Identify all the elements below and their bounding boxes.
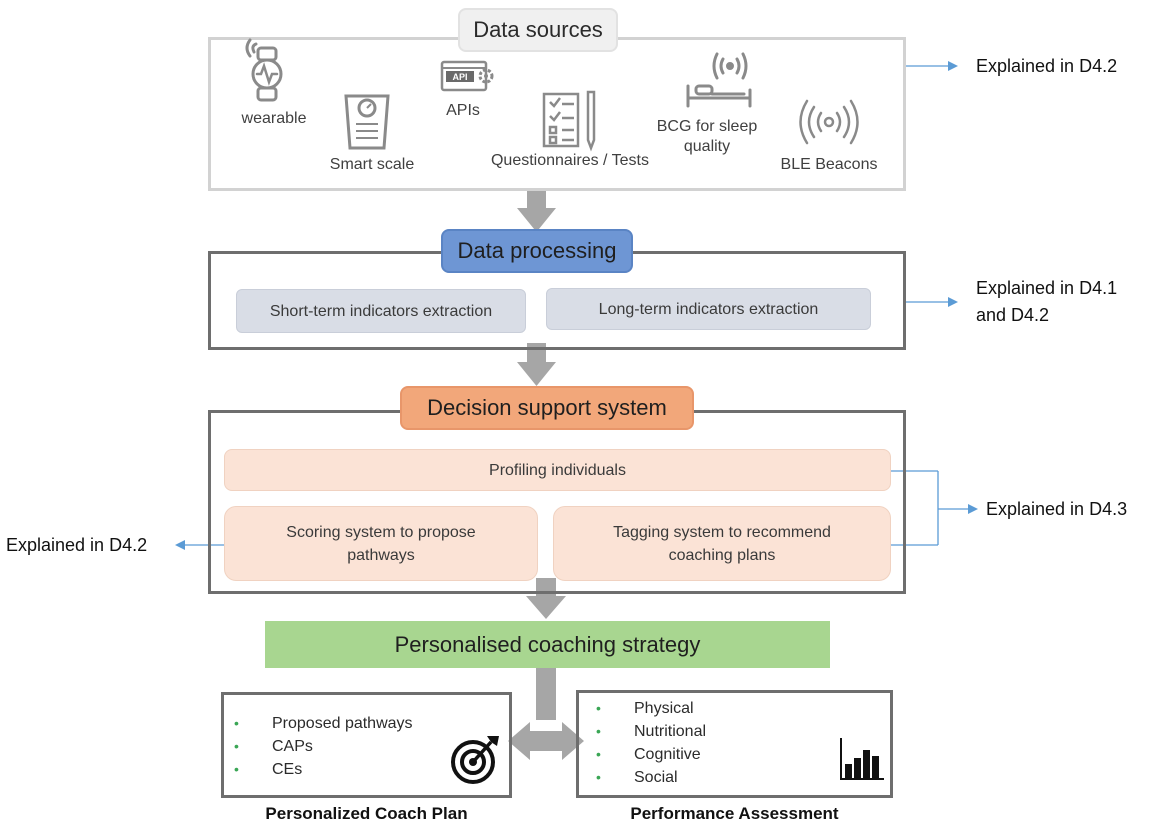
label-apis: APIs [446, 102, 480, 119]
performance-box [576, 690, 893, 798]
label-wearable: wearable [241, 110, 307, 127]
performance-caption: Performance Assessment [630, 804, 839, 823]
long-term-indicators: Long-term indicators extraction [546, 288, 871, 330]
coach-plan-box [221, 692, 512, 798]
note-decision-right: Explained in D4.3 [986, 499, 1128, 519]
decision-support-title: Decision support system [400, 386, 694, 430]
arrow-processing-to-decision [517, 343, 556, 386]
tagging-system: Tagging system to recommend coaching pla… [553, 506, 891, 581]
clipboard-checklist-icon [542, 90, 596, 152]
arrow-double-head [508, 722, 584, 760]
api-icon: API [440, 60, 494, 92]
bar-chart-icon [840, 738, 884, 780]
data-sources-title: Data sources [458, 8, 618, 52]
scale-icon [344, 94, 390, 150]
arrow-strategy-stem [536, 668, 556, 720]
watch-icon [245, 38, 283, 102]
label-smart-scale: Smart scale [329, 156, 415, 173]
note-data-processing: Explained in D4.1 and D4.2 [976, 278, 1118, 325]
note-decision-left: Explained in D4.2 [6, 535, 148, 555]
bed-sensor-icon [686, 52, 752, 108]
note-data-sources: Explained in D4.2 [976, 56, 1118, 76]
label-bcg: BCG for sleep quality [656, 118, 758, 155]
coach-plan-caption: Personalized Coach Plan [265, 804, 468, 823]
data-processing-title: Data processing [441, 229, 633, 273]
ble-beacon-icon [799, 99, 859, 145]
target-icon [451, 736, 499, 784]
arrow-sources-to-processing [517, 191, 556, 232]
label-questionnaires: Questionnaires / Tests [490, 152, 649, 169]
short-term-indicators: Short-term indicators extraction [236, 289, 526, 333]
coaching-strategy-bar: Personalised coaching strategy [265, 621, 830, 668]
arrow-decision-to-strategy [526, 578, 566, 619]
api-badge-text: API [452, 72, 467, 82]
profiling-individuals: Profiling individuals [224, 449, 891, 491]
label-ble: BLE Beacons [780, 156, 878, 173]
scoring-system: Scoring system to propose pathways [224, 506, 538, 581]
